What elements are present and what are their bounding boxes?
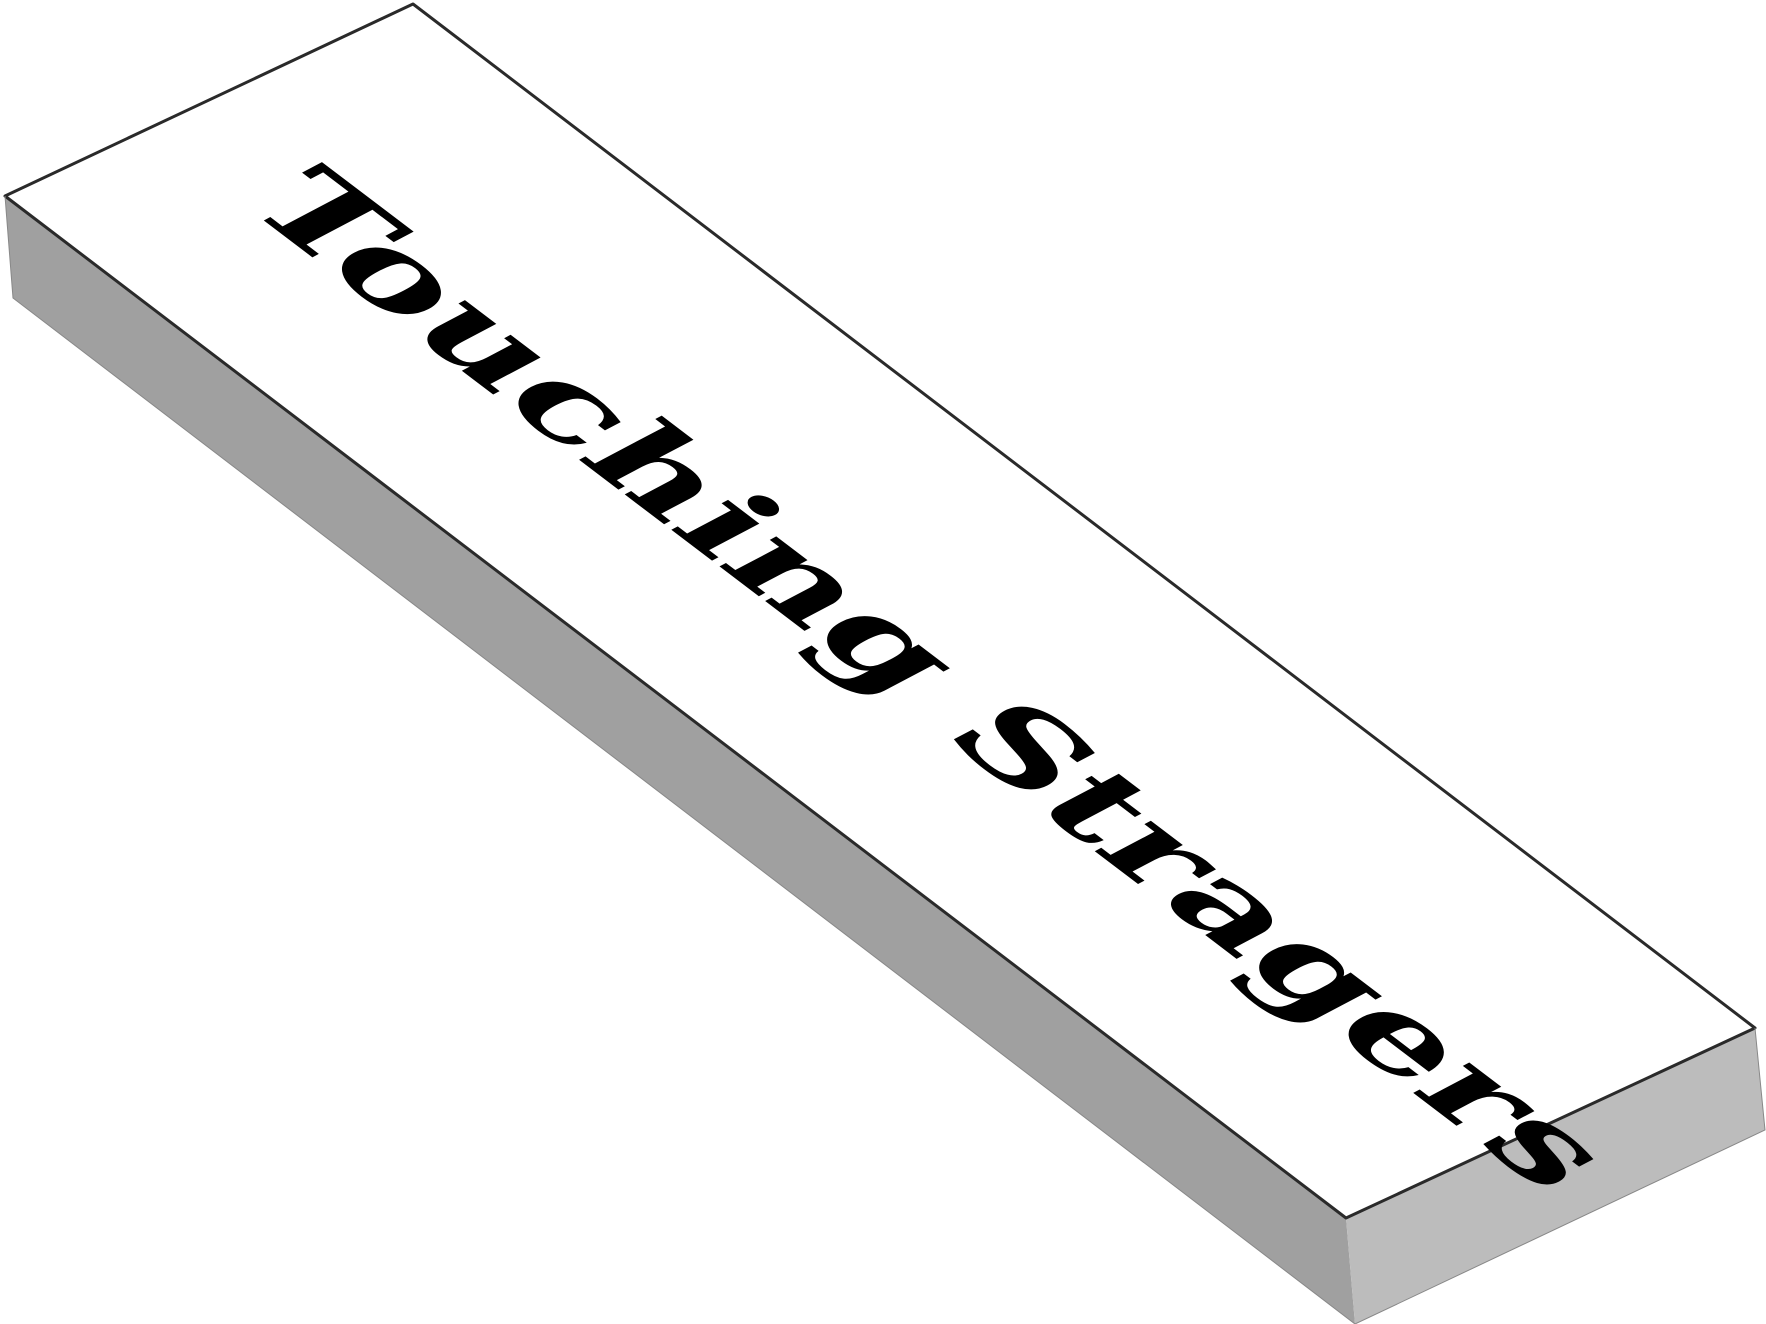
spine-label: Touching Stragers: [215, 149, 1650, 1208]
label-text-group: Touching Stragers: [215, 149, 1650, 1208]
block-edge-outline: [4, 195, 1766, 1324]
block-end-face: [1346, 1028, 1765, 1324]
block-front-face: [5, 196, 1355, 1324]
